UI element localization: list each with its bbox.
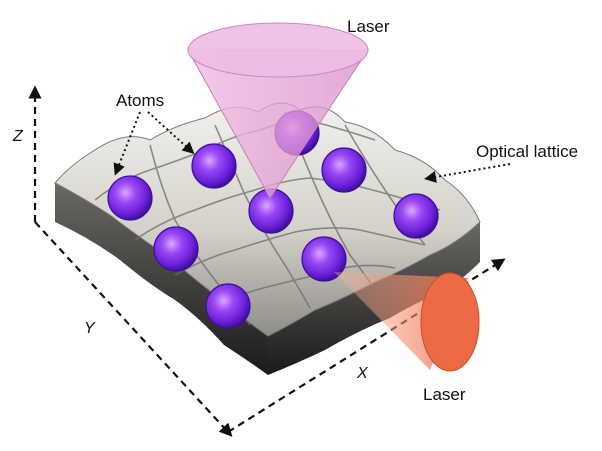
atom-far-right [393,193,439,239]
atoms-arrow-left [113,111,141,176]
atom-right-mid [301,236,347,282]
atom-front [205,283,251,329]
laser-side-label: Laser [423,385,466,404]
atom-left-mid [153,226,199,272]
atom-far-left [107,175,153,221]
atoms-group [107,110,439,329]
atom-right-top [321,147,367,193]
side-laser-beam [334,272,480,372]
annotation-arrows [113,111,511,183]
optical-lattice-label: Optical lattice [476,142,578,161]
optical-lattice-arrow [424,163,511,183]
x-axis-label: X [356,365,369,382]
z-axis-label: Z [12,128,24,145]
atom-left-top [191,143,237,189]
atoms-label: Atoms [116,91,164,110]
top-laser-beam [187,22,369,199]
laser-top-label: Laser [347,17,390,36]
y-axis-label: Y [84,320,96,337]
